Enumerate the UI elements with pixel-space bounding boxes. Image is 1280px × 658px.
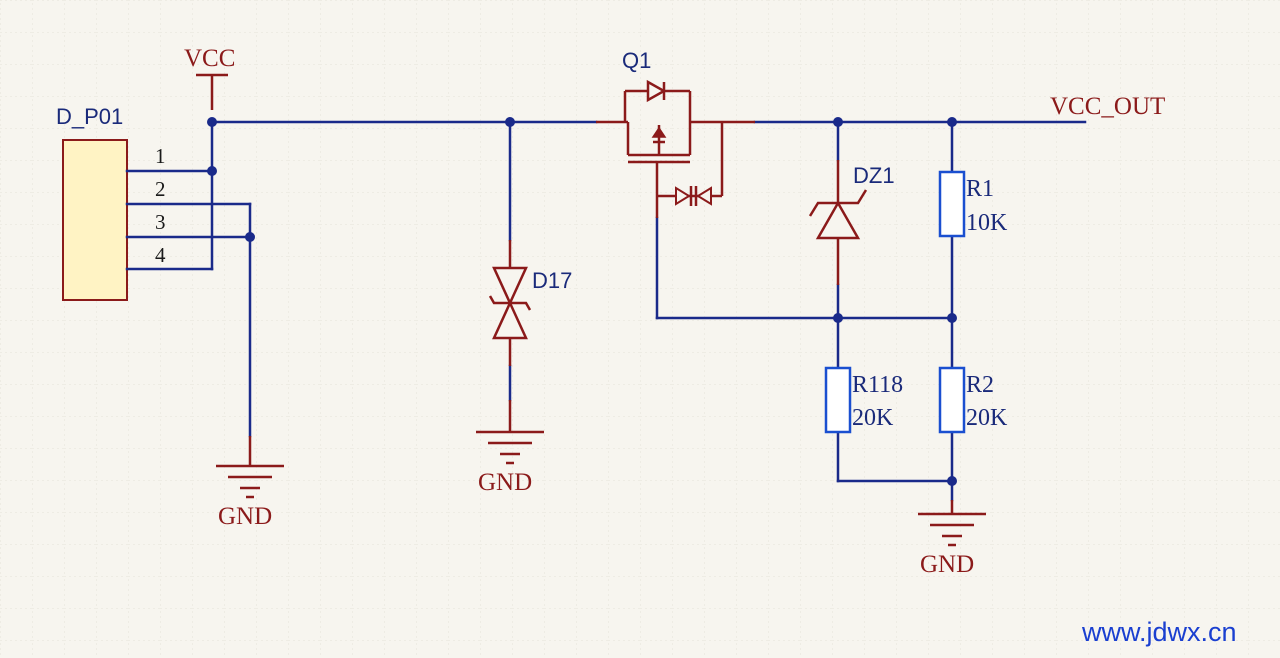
gnd-right-label: GND bbox=[920, 551, 974, 578]
r2-name-label: R2 bbox=[966, 372, 994, 398]
vcc-out-label: VCC_OUT bbox=[1050, 93, 1165, 120]
gnd-mid-label: GND bbox=[478, 469, 532, 496]
pin-3-label: 3 bbox=[155, 210, 166, 234]
mosfet-q1[interactable] bbox=[596, 79, 755, 218]
q1-label: Q1 bbox=[622, 48, 651, 73]
r1-name-label: R1 bbox=[966, 176, 994, 202]
zener-diode-dz1[interactable] bbox=[808, 160, 868, 285]
gnd-symbol-left[interactable] bbox=[216, 436, 284, 499]
junction-dots bbox=[207, 117, 957, 486]
resistor-r2[interactable] bbox=[938, 366, 966, 434]
r1-value-label: 10K bbox=[966, 210, 1008, 236]
pin-1-label: 1 bbox=[155, 144, 166, 168]
pin-4-label: 4 bbox=[155, 243, 166, 267]
watermark-text: www.jdwx.cn bbox=[1081, 617, 1237, 647]
connector-label: D_P01 bbox=[56, 104, 123, 129]
r118-name-label: R118 bbox=[852, 372, 903, 398]
resistor-r118[interactable] bbox=[824, 366, 852, 434]
r2-value-label: 20K bbox=[966, 405, 1008, 431]
gnd-left-label: GND bbox=[218, 503, 272, 530]
d17-label: D17 bbox=[532, 268, 572, 293]
gnd-symbol-right[interactable] bbox=[918, 500, 986, 547]
gnd-symbol-mid[interactable] bbox=[476, 400, 544, 465]
pin-2-label: 2 bbox=[155, 177, 166, 201]
vcc-label: VCC bbox=[184, 45, 235, 72]
connector-d-p01[interactable] bbox=[62, 139, 252, 301]
vcc-power-port[interactable] bbox=[196, 73, 228, 110]
dz1-label: DZ1 bbox=[853, 163, 895, 188]
r118-value-label: 20K bbox=[852, 405, 894, 431]
tvs-diode-d17[interactable] bbox=[488, 240, 532, 366]
resistor-r1[interactable] bbox=[938, 170, 966, 238]
wires bbox=[210, 120, 1087, 502]
